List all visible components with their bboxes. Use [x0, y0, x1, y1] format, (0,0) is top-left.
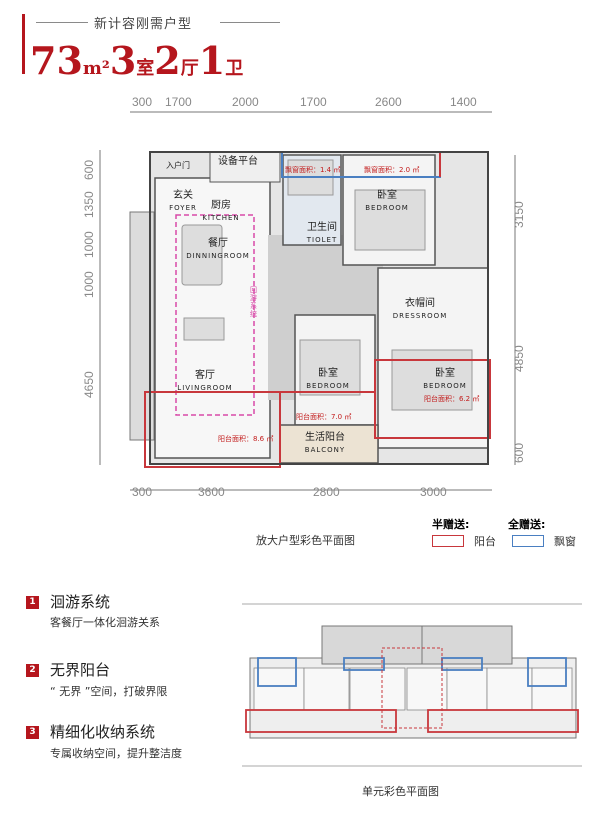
living-label: 客厅 LIVINGROOM	[175, 370, 235, 394]
bedroom-right-label: 卧室 BEDROOM	[417, 368, 473, 392]
dressroom-en: DRESSROOM	[392, 312, 448, 320]
balcony-room	[279, 424, 379, 464]
bedroom-right-en: BEDROOM	[423, 382, 467, 390]
bay-area-1: 飘窗面积：1.4 ㎡	[285, 166, 341, 174]
dim-top-6: 1400	[450, 95, 477, 109]
header-line-left	[36, 22, 88, 23]
bedroom-top-label: 卧室 BEDROOM	[357, 190, 417, 214]
plan-caption: 放大户型彩色平面图	[256, 534, 355, 547]
dim-left-4: 1000	[82, 271, 96, 298]
balcony-label: 生活阳台 BALCONY	[295, 432, 355, 456]
feature-2-badge: 2	[26, 664, 39, 677]
balcony-cn: 生活阳台	[305, 432, 345, 443]
dim-top-1: 300	[132, 95, 153, 109]
area-number: 73	[30, 38, 83, 83]
legend-balcony: 阳台	[474, 535, 496, 548]
dim-bottom-1: 300	[132, 485, 153, 499]
legend-full-label: 全赠送:	[508, 518, 546, 531]
bedroom-middle-en: BEDROOM	[306, 382, 350, 390]
feature-3-badge: 3	[26, 726, 39, 739]
legend-blue-swatch	[512, 535, 544, 547]
foyer-label: 玄关 FOYER	[163, 190, 203, 214]
equipment-platform	[209, 151, 281, 183]
balcony-area-3: 阳台面积：6.2 ㎡	[424, 395, 480, 403]
toilet-label: 卫生间 TIOLET	[297, 222, 347, 246]
baths-unit: 卫	[225, 58, 244, 79]
foyer-en: FOYER	[169, 204, 197, 212]
dim-right-1: 3150	[512, 201, 526, 228]
dressroom-cn: 衣帽间	[405, 298, 435, 309]
header-line-right	[220, 22, 280, 23]
living-cn: 客厅	[195, 370, 215, 381]
rooms-number: 3	[109, 38, 137, 83]
bedroom-middle-cn: 卧室	[318, 368, 338, 379]
dim-bottom-4: 3000	[420, 485, 447, 499]
unit-plan-caption: 单元彩色平面图	[362, 785, 439, 798]
legend-bay: 飘窗	[554, 535, 576, 548]
bedroom-top-cn: 卧室	[377, 190, 397, 201]
legend-red-swatch	[432, 535, 464, 547]
header-bar	[22, 14, 25, 74]
unit-floor-plan	[242, 603, 582, 767]
dim-top-3: 2000	[232, 95, 259, 109]
legend-half-label: 半赠送:	[432, 518, 470, 531]
dressroom-label: 衣帽间 DRESSROOM	[380, 298, 460, 322]
dim-left-2: 1350	[82, 191, 96, 218]
dim-bottom-2: 3600	[198, 485, 225, 499]
bay-area-2: 飘窗面积：2.0 ㎡	[364, 166, 420, 174]
feature-3-desc: 专属收纳空间，提升整洁度	[50, 747, 182, 760]
halls-unit: 厅	[180, 58, 199, 79]
dim-right-2: 4850	[512, 345, 526, 372]
dim-top-2: 1700	[165, 95, 192, 109]
bedroom-top-en: BEDROOM	[365, 204, 409, 212]
unit-headline: 73m²3室2厅1卫	[30, 38, 243, 83]
kitchen-cn: 厨房	[211, 200, 231, 211]
kitchen-label: 厨房 KITCHEN	[196, 200, 246, 224]
dim-left-1: 600	[82, 159, 96, 180]
halls-number: 2	[154, 38, 181, 83]
dim-top-4: 1700	[300, 95, 327, 109]
kitchen-en: KITCHEN	[202, 214, 240, 222]
bedroom-right-cn: 卧室	[435, 368, 455, 379]
bedroom-middle-label: 卧室 BEDROOM	[300, 368, 356, 392]
feature-2-title: 无界阳台	[50, 661, 111, 679]
dim-left-3: 1000	[82, 231, 96, 258]
equipment-label: 设备平台	[218, 156, 258, 167]
feature-2-desc: “ 无界 ”空间，打破界限	[50, 685, 168, 698]
floor-plan	[99, 111, 516, 491]
dining-cn: 餐厅	[208, 238, 228, 249]
balcony-area-1: 阳台面积：8.6 ㎡	[218, 435, 274, 443]
rooms-unit: 室	[136, 58, 155, 79]
balcony-en: BALCONY	[304, 446, 346, 454]
feature-1-desc: 客餐厅一体化洄游关系	[50, 616, 160, 629]
foyer-cn: 玄关	[173, 190, 193, 201]
dim-left-5: 4650	[82, 371, 96, 398]
dining-en: DINNINGROOM	[186, 252, 250, 260]
balcony-frames	[144, 359, 491, 468]
circulation-label: 回游系统	[250, 286, 257, 318]
feature-1-badge: 1	[26, 596, 39, 609]
dim-bottom-3: 2800	[313, 485, 340, 499]
feature-1-title: 洄游系统	[50, 593, 111, 611]
baths-number: 1	[198, 38, 226, 83]
area-unit: m²	[82, 58, 110, 79]
entry-door-label: 入户门	[166, 161, 190, 170]
feature-3-title: 精细化收纳系统	[50, 723, 156, 741]
dimension-lines	[99, 111, 516, 491]
living-en: LIVINGROOM	[177, 384, 233, 392]
toilet-en: TIOLET	[306, 236, 338, 244]
dim-right-3: 600	[512, 442, 526, 463]
balcony-area-2: 阳台面积：7.0 ㎡	[296, 413, 352, 421]
subtitle: 新计容刚需户型	[94, 17, 193, 32]
outer-wall	[149, 151, 489, 465]
dining-label: 餐厅 DINNINGROOM	[183, 238, 253, 262]
circulation-loop	[175, 214, 255, 416]
dim-top-5: 2600	[375, 95, 402, 109]
toilet-cn: 卫生间	[307, 222, 337, 233]
